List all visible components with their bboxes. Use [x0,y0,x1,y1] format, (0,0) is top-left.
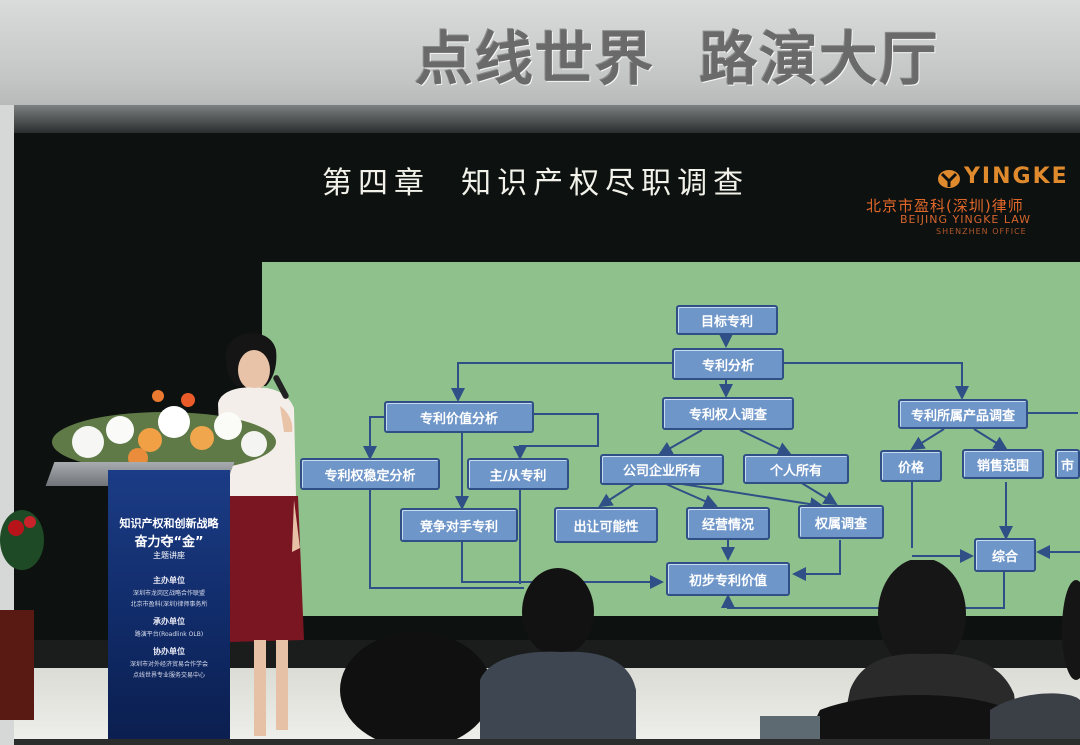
node-patent-analysis: 专利分析 [672,348,784,380]
podium-event-line-1: 知识产权和创新战略 [119,517,219,530]
node-operation-status: 经营情况 [686,507,770,540]
hall-sign: 点线世界 路演大厅 [415,25,940,93]
node-overall: 综合 [974,538,1036,572]
podium-co-2: 点线世界专业服务交易中心 [132,672,205,679]
audience-silhouettes [340,560,1080,739]
podium-event-line-3: 主题讲座 [153,551,185,560]
firm-name-en: BEIJING YINGKE LAW [900,213,1032,226]
screen-top-lighting [14,105,1080,133]
node-product-investigation: 专利所属产品调查 [898,399,1028,429]
potted-plant-icon [0,510,44,720]
node-patent-value-analysis: 专利价值分析 [384,401,534,433]
node-preliminary-patent-value: 初步专利价值 [666,562,790,596]
firm-logo-text: YINGKE [964,164,1069,189]
node-competitor-patent: 竞争对手专利 [400,508,518,542]
speaker-figure [218,333,304,736]
flower-arrangement-icon [52,390,276,472]
slide-title: 第四章 知识产权尽职调查 [322,166,750,201]
node-patentee-investigation: 专利权人调查 [662,397,794,430]
ceiling-beam [0,0,1080,112]
left-wall [0,105,14,745]
podium-host-1: 深圳市龙岗区战略合作联盟 [132,590,205,597]
podium-event-line-2: 奋力夺“金” [134,535,204,550]
firm-logo-icon [938,170,960,188]
firm-office-en: SHENZHEN OFFICE [936,227,1027,236]
node-price: 价格 [880,450,942,482]
flowchart-connectors [363,334,1080,609]
podium [108,470,230,739]
node-sales-range: 销售范围 [962,449,1044,479]
podium-organizer-1: 路演平台(Roadlink OLB) [134,631,204,638]
node-target-patent: 目标专利 [676,305,778,335]
podium-co-1: 深圳市对外经济贸易合作学会 [129,661,208,668]
podium-organizer-heading: 承办单位 [153,617,185,626]
podium-co-heading: 协办单位 [153,647,185,656]
podium-host-2: 北京市盈科(深圳)律师事务所 [130,601,208,608]
node-transfer-possibility: 出让可能性 [554,507,658,543]
node-company-owned: 公司企业所有 [600,454,724,485]
node-individual-owned: 个人所有 [743,454,849,484]
node-market-partial: 市 [1055,449,1080,479]
node-main-sub-patent: 主/从专利 [467,458,569,490]
node-ownership-investigation: 权属调查 [798,505,884,539]
podium-host-heading: 主办单位 [153,576,185,585]
firm-name-cn: 北京市盈科(深圳)律师 [866,197,1024,215]
node-stability-analysis: 专利权稳定分析 [300,458,440,490]
